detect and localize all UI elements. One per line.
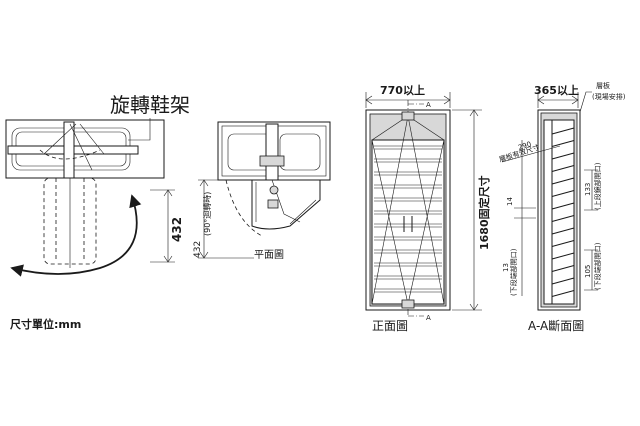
upper-opening-label: (上段鏡部開口) <box>593 162 602 210</box>
front-shelf-line <box>374 275 442 280</box>
front-shelf-line <box>374 223 442 228</box>
dim-432-left: 432 <box>170 217 184 242</box>
dim-105: 105 <box>584 265 592 278</box>
section-shelf-line <box>551 190 575 197</box>
section-shelf-line <box>551 290 575 297</box>
lower-stage-label: (下段端部開口) <box>509 248 518 296</box>
section-shelf-line <box>551 265 575 272</box>
section-shelf-line <box>551 252 575 260</box>
front-shelf-line <box>374 236 442 241</box>
plan-view-diagram: 432 (90°迴轉時) 平面圖 <box>193 121 331 261</box>
dim-432-plan: 432 <box>193 241 203 258</box>
plan-view-title: 平面圖 <box>254 249 284 261</box>
section-shelf-line <box>551 215 575 222</box>
front-view-diagram: 770以上 A A 1680固定尺寸 正面圖 <box>365 83 491 333</box>
section-shelf-line <box>551 140 575 147</box>
width-770: 770以上 <box>380 83 425 97</box>
depth-365: 365以上 <box>534 83 579 97</box>
front-view-title: 正面圖 <box>372 319 408 333</box>
section-shelf-line <box>551 165 575 172</box>
section-shelf-line <box>551 127 575 135</box>
front-shelf-line <box>374 158 442 163</box>
dim-133: 133 <box>584 183 592 196</box>
front-shelf-line <box>374 145 442 150</box>
front-shelf-line <box>374 249 442 254</box>
rotating-rack-diagram: 旋轉鞋架 432 尺寸單位:mm <box>5 93 190 331</box>
dim-290: 290 <box>517 140 532 152</box>
section-shelf-line <box>551 177 575 185</box>
front-shelf-line <box>374 288 442 293</box>
lower-opening-label: (下段端部開口) <box>593 242 602 290</box>
front-shelf-line <box>374 171 442 176</box>
unit-label: 尺寸單位:mm <box>10 317 81 331</box>
height-1680: 1680固定尺寸 <box>477 175 491 250</box>
section-view-shelves <box>551 127 575 297</box>
front-view-shelves <box>374 145 442 293</box>
section-shelf-line <box>551 152 575 160</box>
section-shelf-line <box>551 240 575 247</box>
section-shelf-line <box>551 227 575 235</box>
front-shelf-line <box>374 184 442 189</box>
section-view-diagram: 365以上 層板 (現場安排) 290 層板有效尺寸 14 13 (下段端部開口… <box>498 81 626 333</box>
rotating-rack-title: 旋轉鞋架 <box>110 93 190 117</box>
section-shelf-line <box>551 202 575 210</box>
section-view-title: A-A斷面圖 <box>528 319 584 333</box>
section-mark-a-top: A <box>426 101 431 109</box>
front-shelf-line <box>374 210 442 215</box>
rotation-note: (90°迴轉時) <box>202 192 212 236</box>
dim-14: 14 <box>506 197 514 206</box>
shelf-board-label: 層板 <box>596 81 610 90</box>
section-mark-a-bottom: A <box>426 314 431 322</box>
section-shelf-line <box>551 277 575 285</box>
dim-13: 13 <box>502 263 510 272</box>
front-shelf-line <box>374 262 442 267</box>
shelf-board-note: (現場安排) <box>592 92 626 101</box>
